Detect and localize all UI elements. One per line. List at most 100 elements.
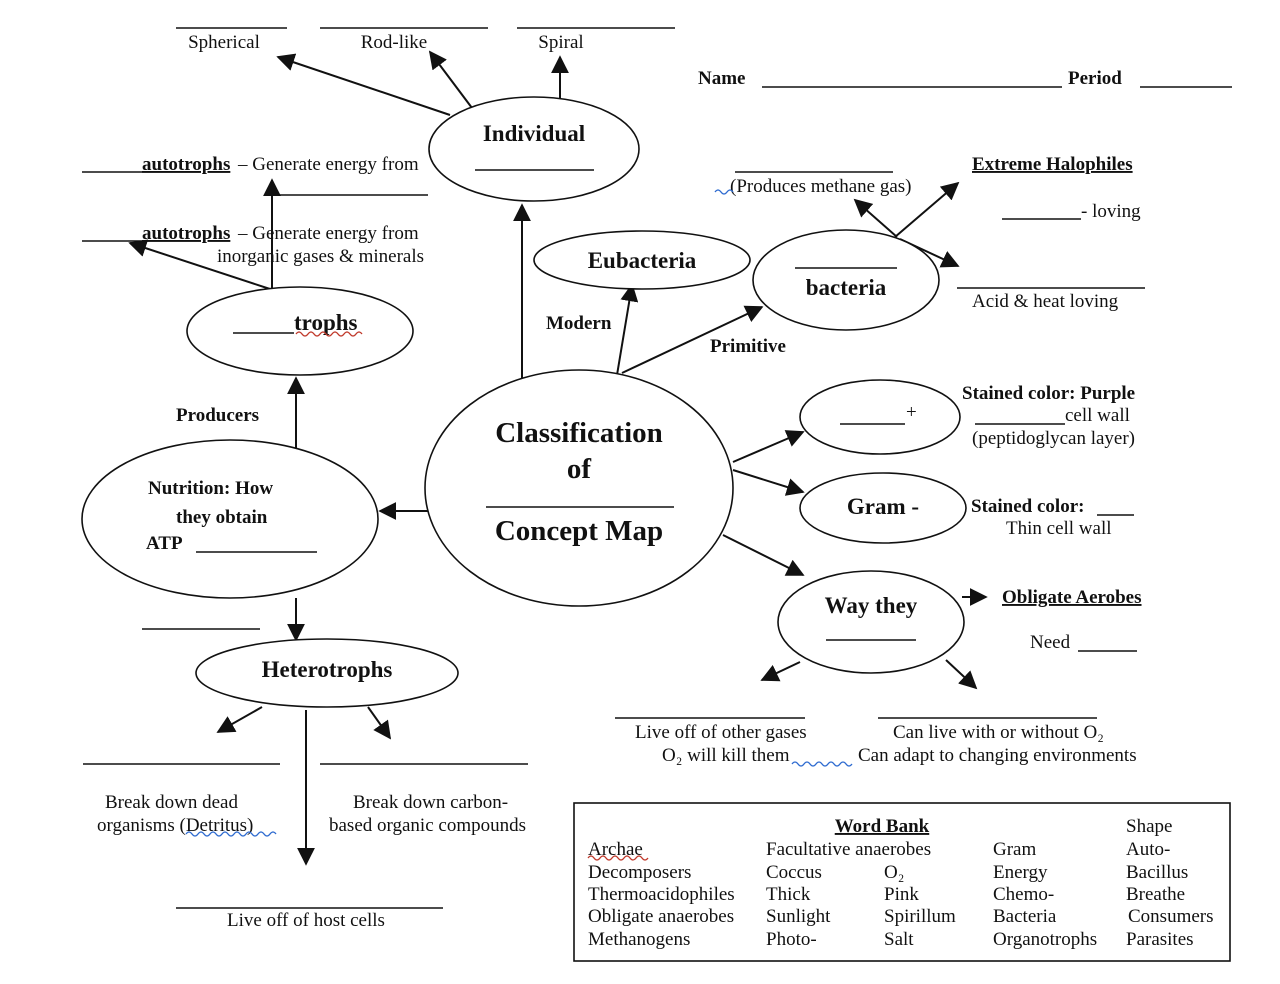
arrow-organotrophs <box>367 706 392 740</box>
arrow-archae <box>621 305 764 374</box>
word-bank-term: Gram <box>993 839 1036 860</box>
word-bank-term: Thermoacidophiles <box>588 884 735 905</box>
word-bank-term: Thick <box>766 884 811 905</box>
spell-squiggle <box>791 761 853 767</box>
word-bank-col-1: Archae Decomposers Thermoacidophiles Obl… <box>587 839 735 950</box>
gram-pos-stain: Stained color: Purple <box>962 383 1135 404</box>
word-bank-term: Chemo- <box>993 884 1054 905</box>
word-bank-term: Methanogens <box>588 929 690 950</box>
word-bank-term: Archae <box>588 839 643 860</box>
word-bank-col-4: Gram Energy Chemo- Bacteria Organotrophs <box>993 839 1097 950</box>
node-eubacteria <box>533 230 751 290</box>
word-bank-term: Spirillum <box>884 906 956 927</box>
label-acid-heat: Acid & heat loving <box>972 291 1119 312</box>
label-archae: bacteria <box>806 275 887 300</box>
node-individual <box>428 96 640 202</box>
node-gram-negative <box>799 472 967 544</box>
word-bank-term: Auto- <box>1126 839 1170 860</box>
word-bank-term: Breathe <box>1126 884 1185 905</box>
autotroph-1-text: – Generate energy from <box>237 154 419 175</box>
facultative-note-2: Can adapt to changing environments <box>858 745 1137 766</box>
parasites-note: Live off of host cells <box>227 910 385 931</box>
word-bank-term: Shape <box>1126 816 1172 837</box>
arrow-eubacteria <box>616 283 639 376</box>
label-breathe: Way they <box>825 593 918 618</box>
word-bank-title: Word Bank <box>835 816 930 837</box>
gram-pos-wall: cell wall <box>1065 405 1130 426</box>
word-bank-box <box>573 802 1231 962</box>
arrow-rod-like <box>428 50 473 109</box>
node-nutrition <box>81 439 379 599</box>
node-heterotrophs <box>195 638 459 708</box>
spell-squiggle <box>714 189 734 195</box>
word-bank-col-2: Facultative anaerobes Coccus Thick Sunli… <box>766 839 931 950</box>
label-halophiles: Extreme Halophiles <box>972 154 1133 175</box>
arrow-gram-negative <box>732 469 805 496</box>
word-bank-term: Energy <box>993 862 1048 883</box>
decomposers-note-1: Break down dead <box>105 792 238 813</box>
arrow-facultative <box>945 659 978 690</box>
nutrition-line-3: ATP <box>146 533 183 554</box>
period-label: Period <box>1068 68 1122 89</box>
label-rod-like: Rod-like <box>361 32 428 53</box>
spell-squiggle <box>295 331 363 337</box>
arrow-halophiles <box>894 181 960 238</box>
label-individual: Individual <box>483 121 585 146</box>
name-label: Name <box>698 68 745 89</box>
word-bank-term: Sunlight <box>766 906 831 927</box>
label-spherical: Spherical <box>188 32 260 53</box>
word-bank-term: Parasites <box>1126 929 1194 950</box>
label-modern: Modern <box>546 313 612 334</box>
word-bank-term: Consumers <box>1128 906 1214 927</box>
arrow-decomposers <box>216 706 263 733</box>
facultative-note-1: Can live with or without O₂ <box>893 722 1104 743</box>
label-gram-positive: + <box>906 402 917 423</box>
label-primitive: Primitive <box>710 336 786 357</box>
autotroph-2-text-2: inorganic gases & minerals <box>217 246 424 267</box>
label-need: Need <box>1030 632 1071 653</box>
arrow-breathe <box>722 534 805 576</box>
word-bank-term: Obligate anaerobes <box>588 906 734 927</box>
arrow-methanogens <box>853 198 898 238</box>
gram-neg-wall: Thin cell wall <box>1006 518 1112 539</box>
center-title-3: Concept Map <box>495 515 663 547</box>
label-spiral: Spiral <box>538 32 583 53</box>
arrow-gram-positive <box>732 430 805 463</box>
word-bank-col-5: Shape Auto- Bacillus Breathe Consumers P… <box>1126 816 1214 950</box>
node-trophs <box>186 286 414 376</box>
nutrition-line-1: Nutrition: How <box>148 478 273 499</box>
label-trophs: trophs <box>294 310 358 335</box>
label-obligate-aerobes: Obligate Aerobes <box>1002 587 1142 608</box>
label-heterotrophs: Heterotrophs <box>262 657 393 682</box>
gram-neg-stain: Stained color: <box>971 496 1084 517</box>
anaerobes-note-2: O₂ will kill them <box>662 745 790 766</box>
methane-note: (Produces methane gas) <box>730 176 912 197</box>
spell-squiggle <box>185 831 277 837</box>
node-gram-positive <box>799 379 961 455</box>
word-bank-term: Facultative anaerobes <box>766 839 931 860</box>
gram-pos-layer: (peptidoglycan layer) <box>972 428 1135 449</box>
organotrophs-note-2: based organic compounds <box>329 815 526 836</box>
word-bank-term: Coccus <box>766 862 822 883</box>
nutrition-line-2: they obtain <box>176 507 268 528</box>
word-bank-term: Organotrophs <box>993 929 1097 950</box>
center-title-2: of <box>567 453 592 485</box>
arrow-spherical <box>276 53 451 116</box>
node-archae <box>752 229 940 331</box>
decomposers-note-2: organisms (Detritus) <box>97 815 253 836</box>
word-bank-term: Bacteria <box>993 906 1057 927</box>
label-producers: Producers <box>176 405 259 426</box>
anaerobes-note-1: Live off of other gases <box>635 722 807 743</box>
center-title-1: Classification <box>495 417 663 449</box>
word-bank-term: Salt <box>884 929 914 950</box>
word-bank-term: Decomposers <box>588 862 691 883</box>
node-center <box>424 369 734 607</box>
label-gram-negative: Gram - <box>847 494 919 519</box>
autotroph-1-label: autotrophs <box>142 154 230 175</box>
label-eubacteria: Eubacteria <box>588 248 697 273</box>
organotrophs-note-1: Break down carbon- <box>353 792 508 813</box>
autotroph-2-label: autotrophs <box>142 223 230 244</box>
word-bank-col-3: O₂ Pink Spirillum Salt <box>884 862 956 950</box>
node-breathe <box>777 570 965 674</box>
